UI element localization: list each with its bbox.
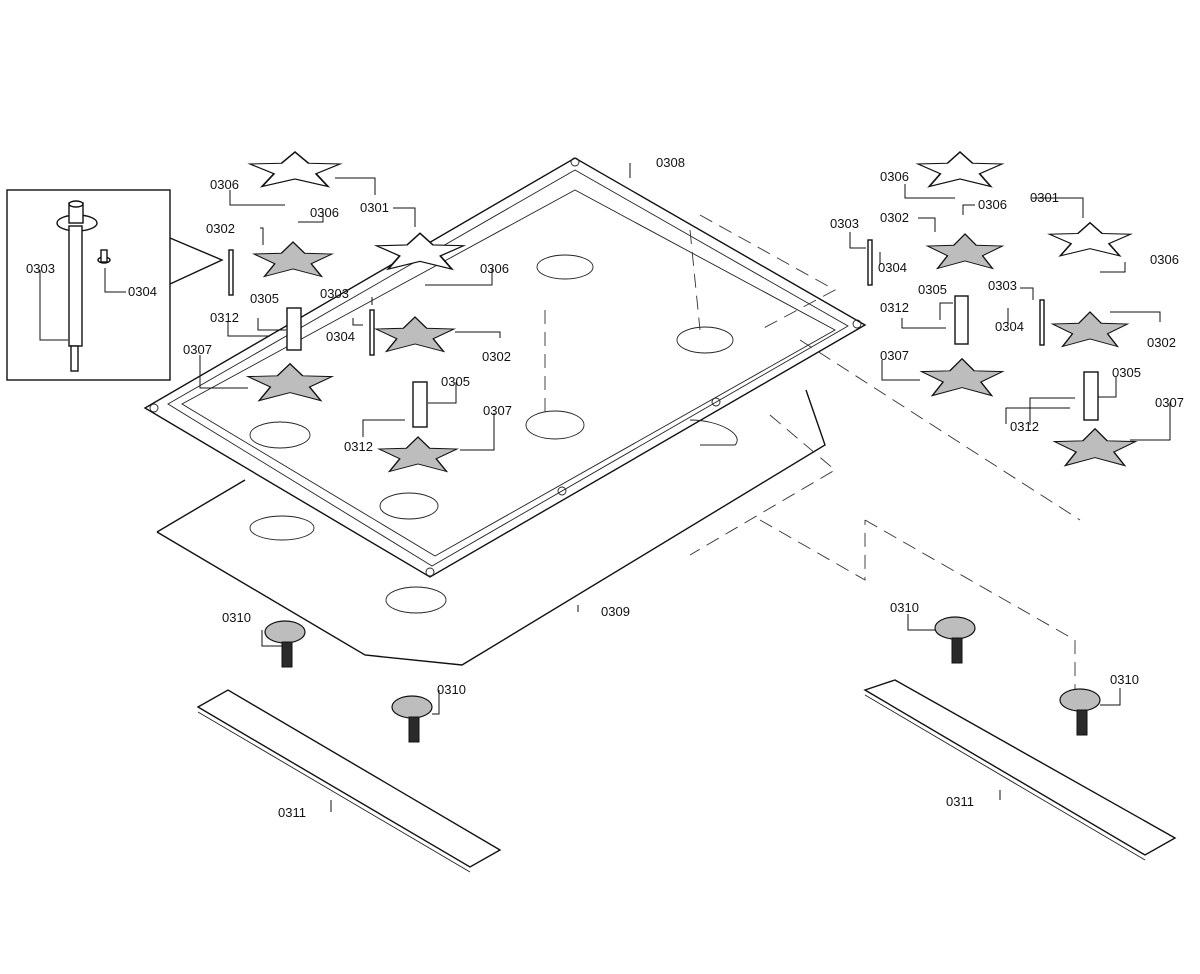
burner-cap-far-right [1048,221,1132,257]
electrode-detail [56,200,98,372]
callout-label: 0306 [480,261,509,276]
burner-cap-center [375,232,465,271]
electrode-far-right [1039,299,1045,346]
burner-cap-right [917,151,1003,188]
mounting-rail-left [196,689,502,873]
callout-label: 0310 [437,682,466,697]
callout-label: 0302 [1147,335,1176,350]
electrode-right [867,239,873,286]
callout-label: 0301 [360,200,389,215]
callout-label: 0304 [995,319,1024,334]
callout-label: 0306 [210,177,239,192]
callout-label: 0307 [183,342,212,357]
callout-label: 0310 [890,600,919,615]
tube-right [954,295,969,345]
burner-base-center [378,436,458,473]
callout-label: 0307 [1155,395,1184,410]
burner-cap-left [248,150,342,188]
callout-label: 0301 [1030,190,1059,205]
callout-label: 0306 [880,169,909,184]
callout-label: 0310 [222,610,251,625]
assembly-lines [544,214,1081,690]
screw-detail [97,249,111,264]
callout-label: 0303 [830,216,859,231]
callout-label: 0302 [206,221,235,236]
callout-label: 0305 [441,374,470,389]
tube-far-right [1083,371,1099,421]
cooktop-tray [143,157,867,578]
burner-head-left [253,241,333,278]
callout-label: 0304 [128,284,157,299]
callout-label: 0312 [1010,419,1039,434]
heat-shield [156,389,826,666]
callout-label: 0306 [1150,252,1179,267]
callout-label: 0312 [344,439,373,454]
gas-valve-1 [264,620,306,668]
gas-valve-3 [934,616,976,664]
callout-label: 0309 [601,604,630,619]
callout-label: 0303 [988,278,1017,293]
callout-label: 0302 [482,349,511,364]
callout-label: 0312 [210,310,239,325]
burner-base-left [247,362,333,402]
inset-detail-box [6,189,224,381]
gas-valve-4 [1059,688,1101,736]
callout-label: 0303 [26,261,55,276]
burner-head-center [375,316,455,353]
electrode-left [228,249,234,296]
callout-label: 0303 [320,286,349,301]
callout-label: 0305 [250,291,279,306]
tube-center [412,381,428,428]
leader-lines [39,163,1171,812]
callout-label: 0311 [278,805,306,820]
callout-label: 0307 [483,403,512,418]
callout-label: 0304 [326,329,355,344]
electrode-center [369,309,375,356]
mounting-rail-right [863,679,1177,861]
burner-base-far-right [1053,427,1137,467]
callout-label: 0310 [1110,672,1139,687]
burner-head-right [926,233,1004,270]
burner-base-right [920,357,1004,397]
callout-label: 0305 [1112,365,1141,380]
callout-label: 0306 [310,205,339,220]
callout-label: 0305 [918,282,947,297]
callout-label: 0311 [946,794,974,809]
callout-label: 0307 [880,348,909,363]
callout-label: 0312 [880,300,909,315]
tube-left [286,307,302,351]
callout-label: 0304 [878,260,907,275]
callout-label: 0302 [880,210,909,225]
callout-label: 0306 [978,197,1007,212]
burner-head-far-right [1051,311,1129,348]
gas-valve-2 [391,695,433,743]
callout-label: 0308 [656,155,685,170]
